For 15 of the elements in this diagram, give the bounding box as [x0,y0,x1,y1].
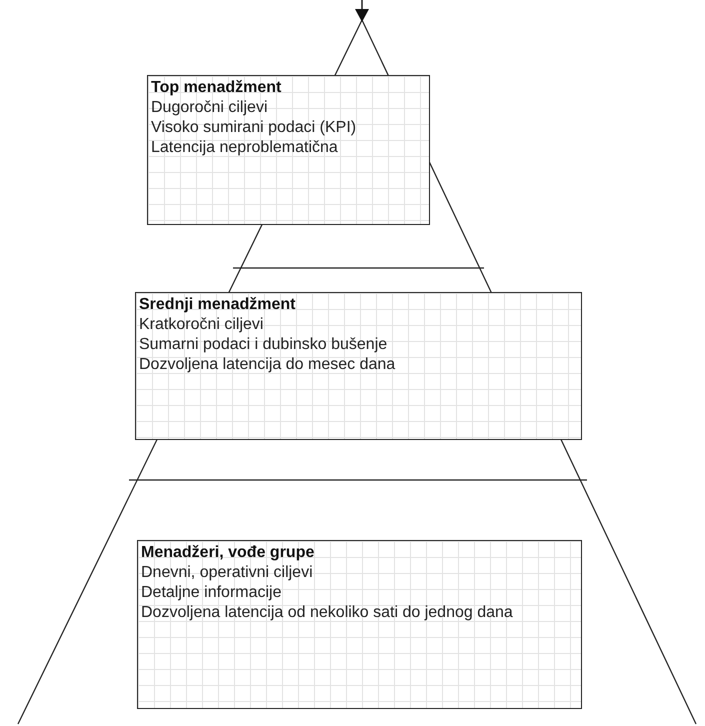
level-heading: Top menadžment [151,78,282,98]
level-box [137,540,582,709]
level-box [135,292,582,440]
level-item-text: Dozvoljena latencija od nekoliko sati do jednog dana [141,603,514,623]
level-item-text: Dozvoljena latencija do mesec dana [139,355,396,375]
level-heading: Menadžeri, vođe grupe [141,543,316,563]
level-item-text: Dugoročni ciljevi [151,98,268,118]
level-heading: Srednji menadžment [139,295,296,315]
level-item-text: Sumarni podaci i dubinsko bušenje [139,335,388,355]
level-item-text: Dnevni, operativni ciljevi [141,563,314,583]
level-item-text: Latencija neproblematična [151,138,339,158]
level-item-text: Kratkoročni ciljevi [139,315,264,335]
level-item-text: Visoko sumirani podaci (KPI) [151,118,358,138]
level-box [147,75,430,225]
level-item-text: Detaljne informacije [141,583,283,603]
